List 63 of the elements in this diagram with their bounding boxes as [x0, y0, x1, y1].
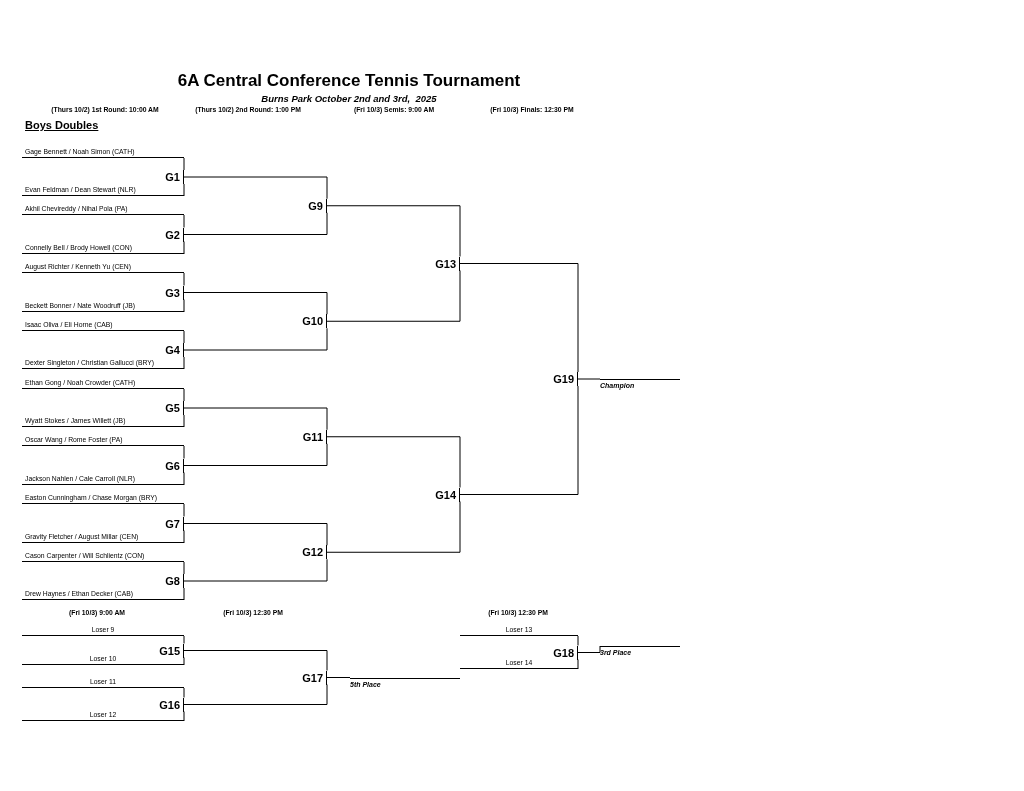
bracket-line: [183, 241, 185, 255]
bracket-line: [183, 272, 185, 286]
bracket-line: [183, 684, 328, 705]
bracket-line: [326, 436, 461, 488]
bracket-line: [183, 530, 185, 544]
game-label: G11: [293, 429, 327, 444]
game-label: G4: [150, 343, 184, 357]
bracket-line: [326, 501, 461, 553]
bracket-line: [183, 443, 328, 466]
bracket-line: [183, 299, 185, 313]
bracket-line: [183, 657, 185, 666]
bracket-line: [183, 523, 328, 546]
bracket-line: [183, 157, 185, 171]
bracket-line: [183, 214, 185, 228]
bracket-line: [183, 587, 185, 601]
game-label: G13: [426, 256, 460, 271]
bracket-line: [577, 378, 601, 380]
game-label: G8: [150, 574, 184, 588]
bracket-line: [326, 205, 461, 257]
bracket-line: [183, 327, 328, 351]
game-label: G6: [150, 458, 184, 473]
bracket-line: [183, 711, 185, 722]
game-label: G5: [150, 401, 184, 415]
game-label: G19: [544, 372, 578, 386]
game-label: G17: [293, 670, 327, 685]
game-label: G1: [150, 170, 184, 184]
bracket-line: [183, 212, 328, 235]
bracket-line: [326, 270, 461, 322]
game-label: G18: [544, 645, 578, 660]
bracket-line: [459, 263, 579, 373]
bracket-line: [183, 330, 185, 344]
bracket-line: [577, 659, 579, 670]
bracket-line: [183, 472, 185, 486]
bracket-line: [183, 356, 185, 370]
section-heading: Boys Doubles: [25, 119, 99, 131]
bracket-line: [183, 176, 328, 200]
bracket-line: [183, 635, 185, 644]
bracket-line: [183, 650, 328, 671]
bracket-line: [183, 687, 185, 698]
bracket-line: [183, 292, 328, 315]
bracket-line: [183, 414, 185, 428]
subtitle: Burns Park October 2nd and 3rd, 2025: [260, 93, 438, 104]
title: 6A Central Conference Tennis Tournament: [176, 71, 522, 91]
bracket-line: [183, 407, 328, 431]
bracket-line: [183, 503, 185, 517]
bracket-line: [326, 677, 351, 678]
game-label: G2: [150, 227, 184, 242]
bracket-line: [577, 645, 601, 653]
game-label: G12: [293, 545, 327, 560]
game-label: G14: [426, 487, 460, 502]
bracket-line: [183, 388, 185, 402]
game-label: G16: [150, 697, 184, 712]
game-label: G3: [150, 285, 184, 300]
game-label: G9: [293, 198, 327, 213]
bracket-line: [459, 385, 579, 495]
game-label: G10: [293, 314, 327, 329]
game-label: G15: [150, 643, 184, 658]
game-label: G7: [150, 516, 184, 531]
bracket-line: [183, 183, 185, 197]
bracket-line: [183, 558, 328, 582]
bracket-line: [183, 561, 185, 575]
bracket-line: [577, 635, 579, 646]
bracket-line: [183, 445, 185, 459]
